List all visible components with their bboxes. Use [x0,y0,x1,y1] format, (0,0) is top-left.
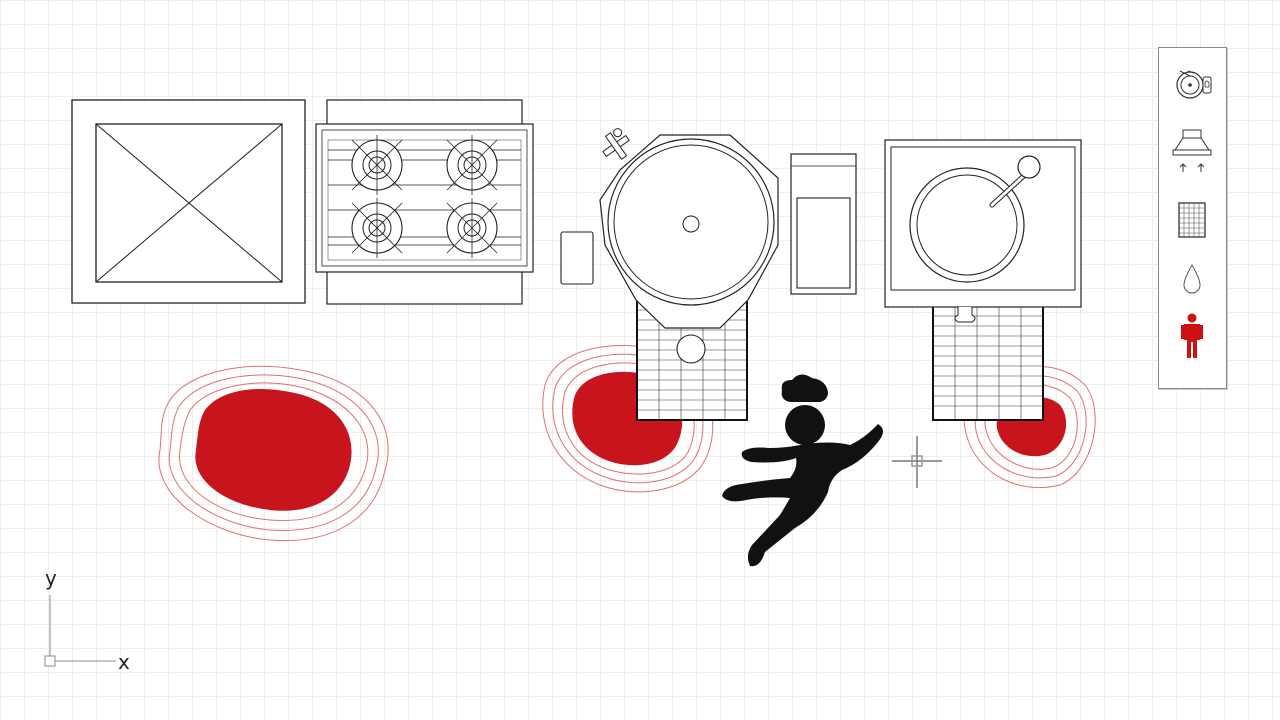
slipping-worker-figure[interactable] [722,374,883,567]
griddle-unit[interactable] [71,99,306,304]
tool-palette [1158,47,1227,389]
water-drop-icon [1183,263,1201,294]
floor-mat-right[interactable] [932,305,1044,421]
burner [351,135,403,195]
floor-mat-tool-button[interactable] [1169,198,1215,244]
range-stove[interactable] [315,99,534,305]
burner [446,135,498,195]
braising-pan[interactable] [884,139,1082,323]
steam-kettle[interactable] [597,127,779,364]
control-panel[interactable] [560,231,594,285]
crosshair-cursor-icon [892,436,942,488]
spill-zone-left [158,365,389,542]
axis-indicator [44,595,116,667]
x-axis-label: x [118,650,130,674]
worker-tool-button[interactable] [1169,313,1215,360]
person-icon [1181,313,1203,358]
burner [351,198,403,258]
grate-mat-icon [1178,202,1206,238]
spill-tool-button[interactable] [1169,256,1215,302]
exhaust-hood-tool-button[interactable] [1169,129,1215,176]
sink-unit[interactable] [790,153,857,295]
burner [446,198,498,258]
kettle-icon [1176,70,1212,99]
y-axis-label: y [45,566,57,590]
exhaust-hood-icon [1172,129,1212,172]
kettle-tool-button[interactable] [1169,62,1215,108]
